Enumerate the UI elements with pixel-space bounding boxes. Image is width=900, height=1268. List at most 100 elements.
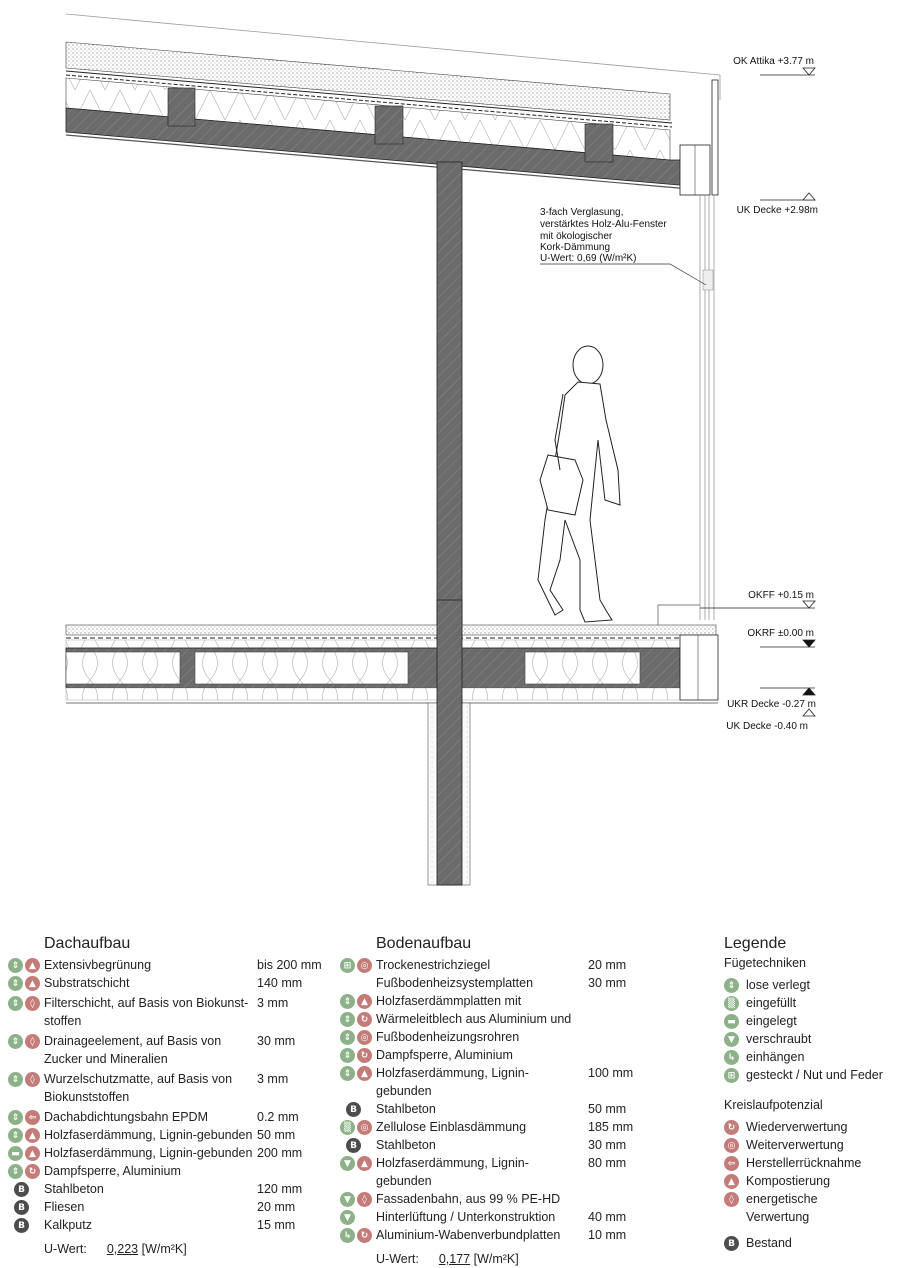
empty-icon-slot — [357, 976, 372, 991]
layer-thickness: 200 mm — [257, 1146, 303, 1160]
circular-title: Kreislaufpotenzial — [724, 1098, 823, 1112]
level-okff: OKFF +0.15 m — [700, 590, 816, 609]
energetische-verwertung-icon: ◊ — [25, 1034, 40, 1049]
verschraubt-icon: ▼ — [340, 1156, 355, 1171]
gesteckt-nut-und-feder-icon: ⊞ — [340, 958, 355, 973]
layer-thickness: 100 mm — [588, 1066, 634, 1080]
joints-title: Fügetechniken — [724, 956, 807, 970]
level-ukr-decke: UKR Decke -0.27 m UK Decke -0.40 m — [726, 687, 816, 732]
bestand-icon: B — [14, 1218, 29, 1233]
wiederverwertung-icon: ↻ — [25, 1164, 40, 1179]
eingelegt-icon: ▬ — [724, 1014, 739, 1029]
svg-text:U-Wert: 0,69 (W/m²K): U-Wert: 0,69 (W/m²K) — [540, 253, 636, 264]
bestand-icon: B — [346, 1102, 361, 1117]
layer-thickness: 40 mm — [588, 1210, 627, 1224]
section-drawing: OK Attika +3.77 m UK Decke +2.98m OKFF +… — [65, 13, 818, 886]
layer-thickness: 10 mm — [588, 1228, 627, 1242]
layer-row: ⇕↻Wärmeleitblech aus Aluminium und — [340, 1010, 670, 1028]
layer-name: Zellulose Einblasdämmung — [376, 1120, 527, 1134]
legend-existing: B Bestand — [724, 1234, 900, 1252]
layer-name: Filterschicht, auf Basis von Biokunst- — [44, 996, 249, 1010]
layer-thickness: 20 mm — [257, 1200, 296, 1214]
level-uk-decke-top: UK Decke +2.98m — [737, 192, 818, 216]
layer-name: Aluminium-Wabenverbundplatten — [376, 1228, 561, 1242]
herstellerr-cknahme-icon: ⇦ — [724, 1156, 739, 1171]
wiederverwertung-icon: ↻ — [724, 1120, 739, 1135]
legend-item-gesteckt-nut-und-feder: ⊞ gesteckt / Nut und Feder — [724, 1066, 900, 1084]
layer-name: Hinterlüftung / Unterkonstruktion — [376, 1210, 556, 1224]
verschraubt-icon: ▼ — [340, 1192, 355, 1207]
layer-name: Holzfaserdämmung, Lignin-gebunden — [376, 1156, 529, 1188]
legend-title: Legende — [724, 935, 787, 952]
svg-text:mit ökologischer: mit ökologischer — [540, 231, 613, 242]
lose-verlegt-icon: ⇕ — [340, 1048, 355, 1063]
floor-section — [65, 599, 719, 886]
bestand-icon: B — [14, 1182, 29, 1197]
legend-label: eingelegt — [746, 1014, 797, 1028]
herstellerr-cknahme-icon: ⇦ — [25, 1110, 40, 1125]
legend-item-eingelegt: ▬ eingelegt — [724, 1012, 900, 1030]
layer-name: Wärmeleitblech aus Aluminium und — [376, 1012, 572, 1026]
layer-thickness: 140 mm — [257, 976, 303, 990]
svg-text:OKRF ±0.00 m: OKRF ±0.00 m — [747, 628, 814, 639]
lose-verlegt-icon: ⇕ — [8, 996, 23, 1011]
kompostierung-icon: ▲ — [25, 1146, 40, 1161]
legend-label: Herstellerrücknahme — [746, 1156, 862, 1170]
empty-icon-slot — [8, 1182, 12, 1197]
layer-name: Holzfaserdämmplatten mit — [376, 994, 522, 1008]
kompostierung-icon: ▲ — [357, 1066, 372, 1081]
layer-row: ⇕◊Filterschicht, auf Basis von Biokunst-… — [8, 994, 338, 1030]
layer-name: Dampfsperre, Aluminium — [376, 1048, 513, 1062]
kompostierung-icon: ▲ — [357, 1156, 372, 1171]
kompostierung-icon: ▲ — [724, 1174, 739, 1189]
layer-name: Kalkputz — [44, 1218, 92, 1232]
layer-name: Stahlbeton — [376, 1138, 436, 1152]
window-annotation: 3-fach Verglasung, verstärktes Holz-Alu-… — [540, 207, 667, 264]
kompostierung-icon: ▲ — [25, 1128, 40, 1143]
layer-row: ⇕↻ Dampfsperre, Aluminium — [8, 1162, 338, 1180]
einh-ngen-icon: ↳ — [724, 1050, 739, 1065]
layer-name: stoffen — [44, 1014, 82, 1028]
kompostierung-icon: ▲ — [357, 994, 372, 1009]
legend-label: einhängen — [746, 1050, 805, 1064]
layer-thickness: 185 mm — [588, 1120, 634, 1134]
bestand-icon: B — [14, 1200, 29, 1215]
verschraubt-icon: ▼ — [340, 1210, 355, 1225]
empty-icon-slot — [340, 976, 355, 991]
wiederverwertung-icon: ↻ — [357, 1012, 372, 1027]
lose-verlegt-icon: ⇕ — [8, 1034, 23, 1049]
layer-thickness: 3 mm — [257, 1072, 289, 1086]
roof-u-value: U-Wert:0,223 [W/m²K] — [44, 1242, 187, 1256]
roof-section — [65, 13, 721, 196]
legend-label: Kompostierung — [746, 1174, 831, 1188]
wiederverwertung-icon: ↻ — [357, 1228, 372, 1243]
layer-name: Dampfsperre, Aluminium — [44, 1164, 181, 1178]
layer-name: Stahlbeton — [44, 1182, 104, 1196]
layer-row: ⇕↻Dampfsperre, Aluminium — [340, 1046, 670, 1064]
legend-item-wiederverwertung: ↻Wiederverwertung — [724, 1118, 900, 1136]
lose-verlegt-icon: ⇕ — [340, 994, 355, 1009]
legend-label: energetische Verwertung — [746, 1192, 818, 1224]
gesteckt-nut-und-feder-icon: ⊞ — [724, 1068, 739, 1083]
legend-label: gesteckt / Nut und Feder — [746, 1068, 883, 1082]
lose-verlegt-icon: ⇕ — [8, 1164, 23, 1179]
lose-verlegt-icon: ⇕ — [340, 1066, 355, 1081]
level-ok-attika: OK Attika +3.77 m — [733, 56, 816, 76]
kompostierung-icon: ▲ — [25, 958, 40, 973]
symbol-legend: Legende Fügetechniken ⇕lose verlegt▒eing… — [724, 934, 900, 1252]
layer-row: ⇕◎Fußbodenheizungsrohren — [340, 1028, 670, 1046]
layer-thickness: 0.2 mm — [257, 1110, 299, 1124]
legend-label: Weiterverwertung — [746, 1138, 844, 1152]
layer-name: Biokunststoffen — [44, 1090, 130, 1104]
layer-name: Fußbodenheizungsrohren — [376, 1030, 520, 1044]
